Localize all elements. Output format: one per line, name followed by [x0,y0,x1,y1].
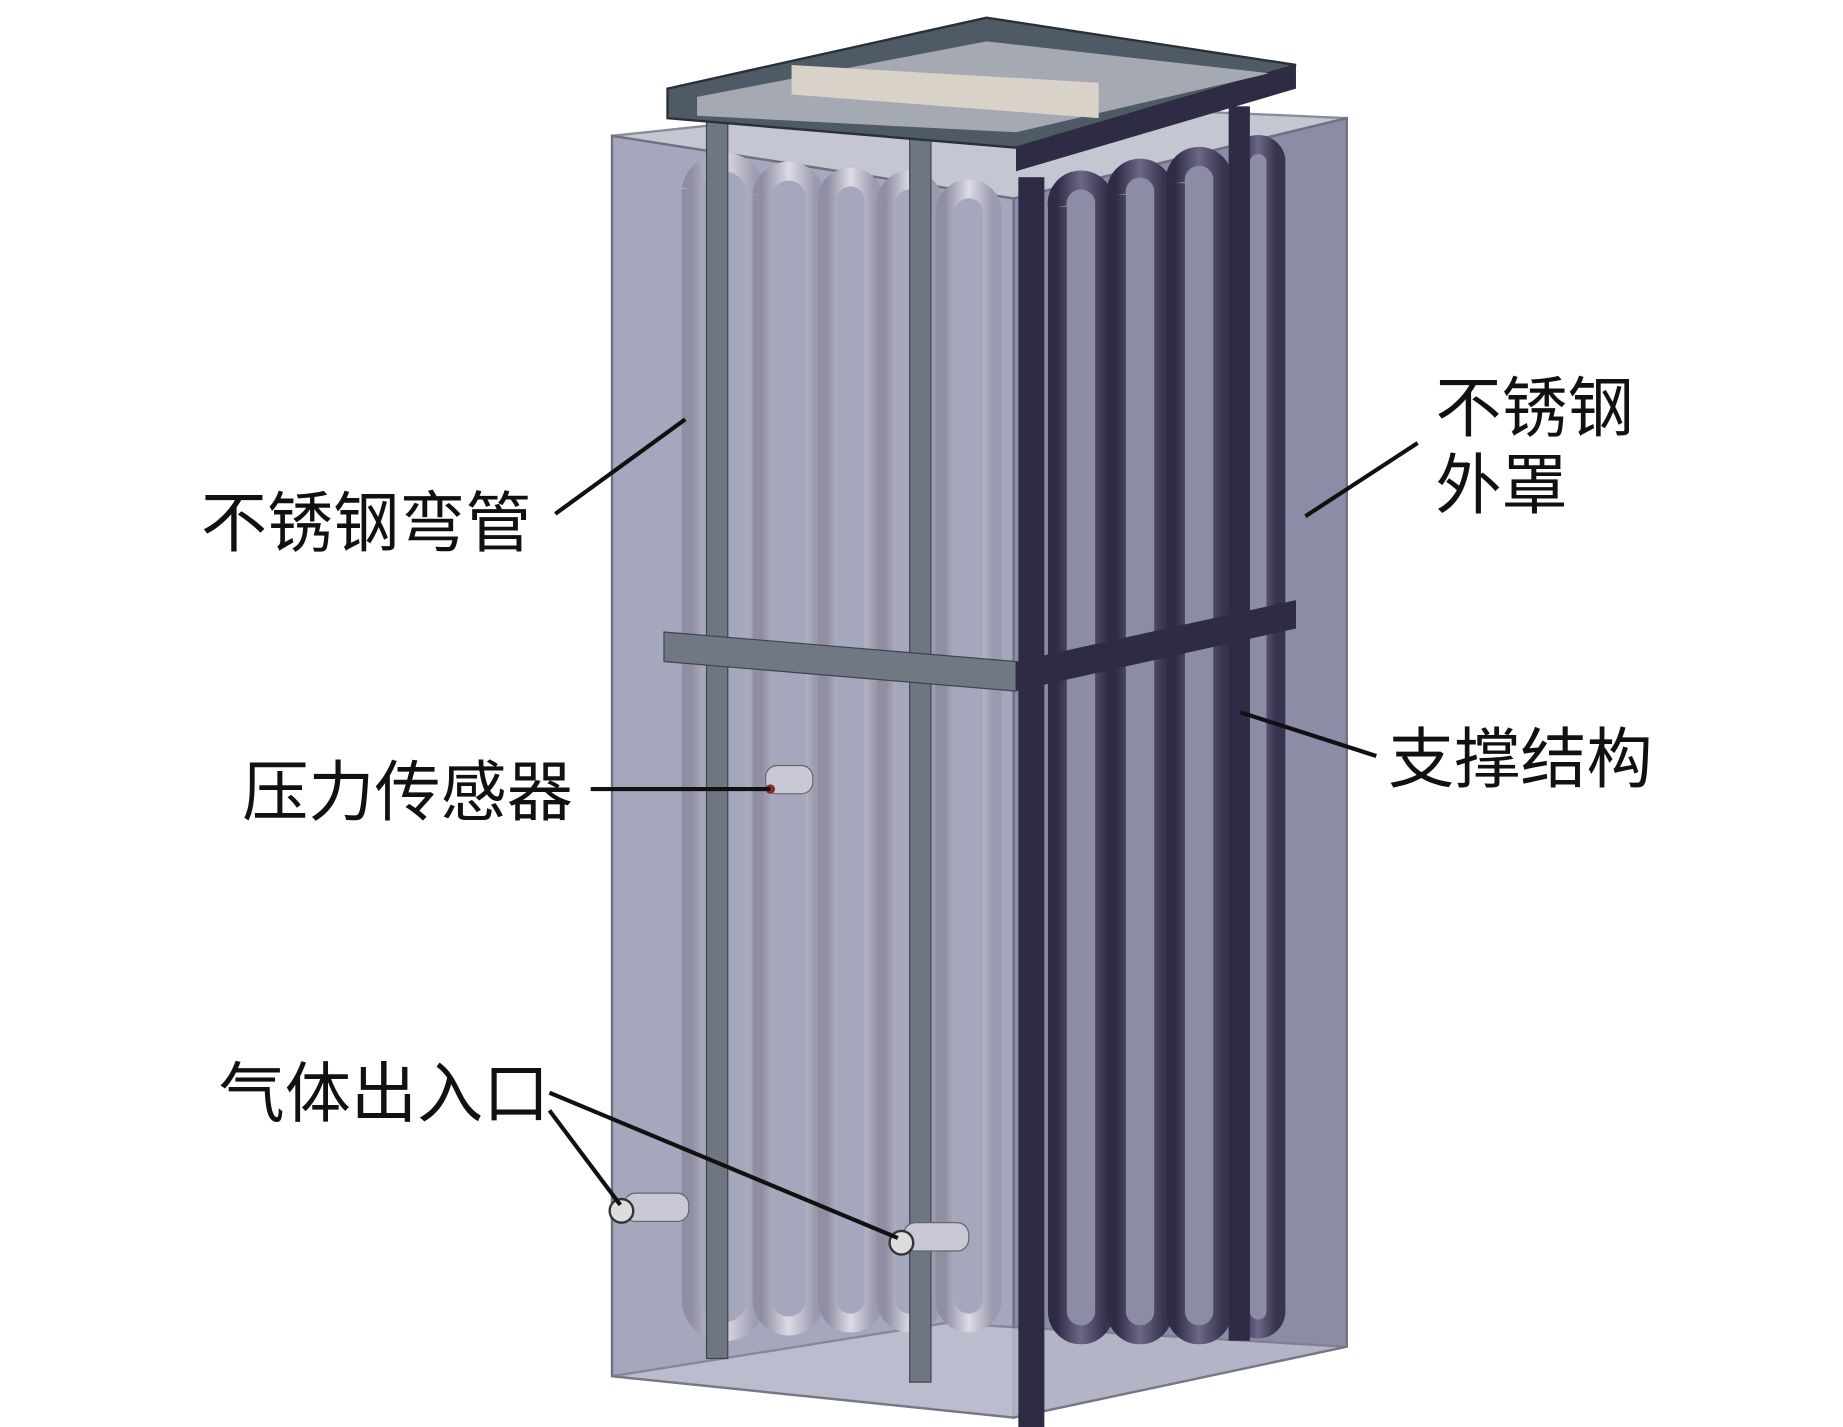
label-bent-tube: 不锈钢弯管 [201,485,532,562]
leader-bent-tube [554,417,687,516]
label-shroud-line2: 外罩 [1435,447,1567,524]
leader-gas-port-right [548,1090,899,1240]
u-tube [1165,146,1233,1345]
label-shroud-line1: 不锈钢 [1435,370,1633,447]
support-structure [663,16,1297,1427]
u-tube [935,179,1002,1333]
leader-shroud [1304,441,1419,518]
u-tube [752,161,825,1336]
u-tube [817,167,884,1333]
leader-support [1239,710,1377,758]
u-tube [1047,170,1115,1345]
leader-gas-port-left [547,1109,622,1207]
gas-port-right [888,1222,970,1256]
u-tube [876,170,943,1333]
gas-port-left [608,1192,690,1224]
label-pressure-sensor: 压力传感器 [242,754,573,831]
label-support: 支撑结构 [1388,721,1653,798]
pressure-sensor [764,764,814,795]
label-gas-port: 气体出入口 [219,1055,550,1132]
u-tube [1106,158,1174,1345]
